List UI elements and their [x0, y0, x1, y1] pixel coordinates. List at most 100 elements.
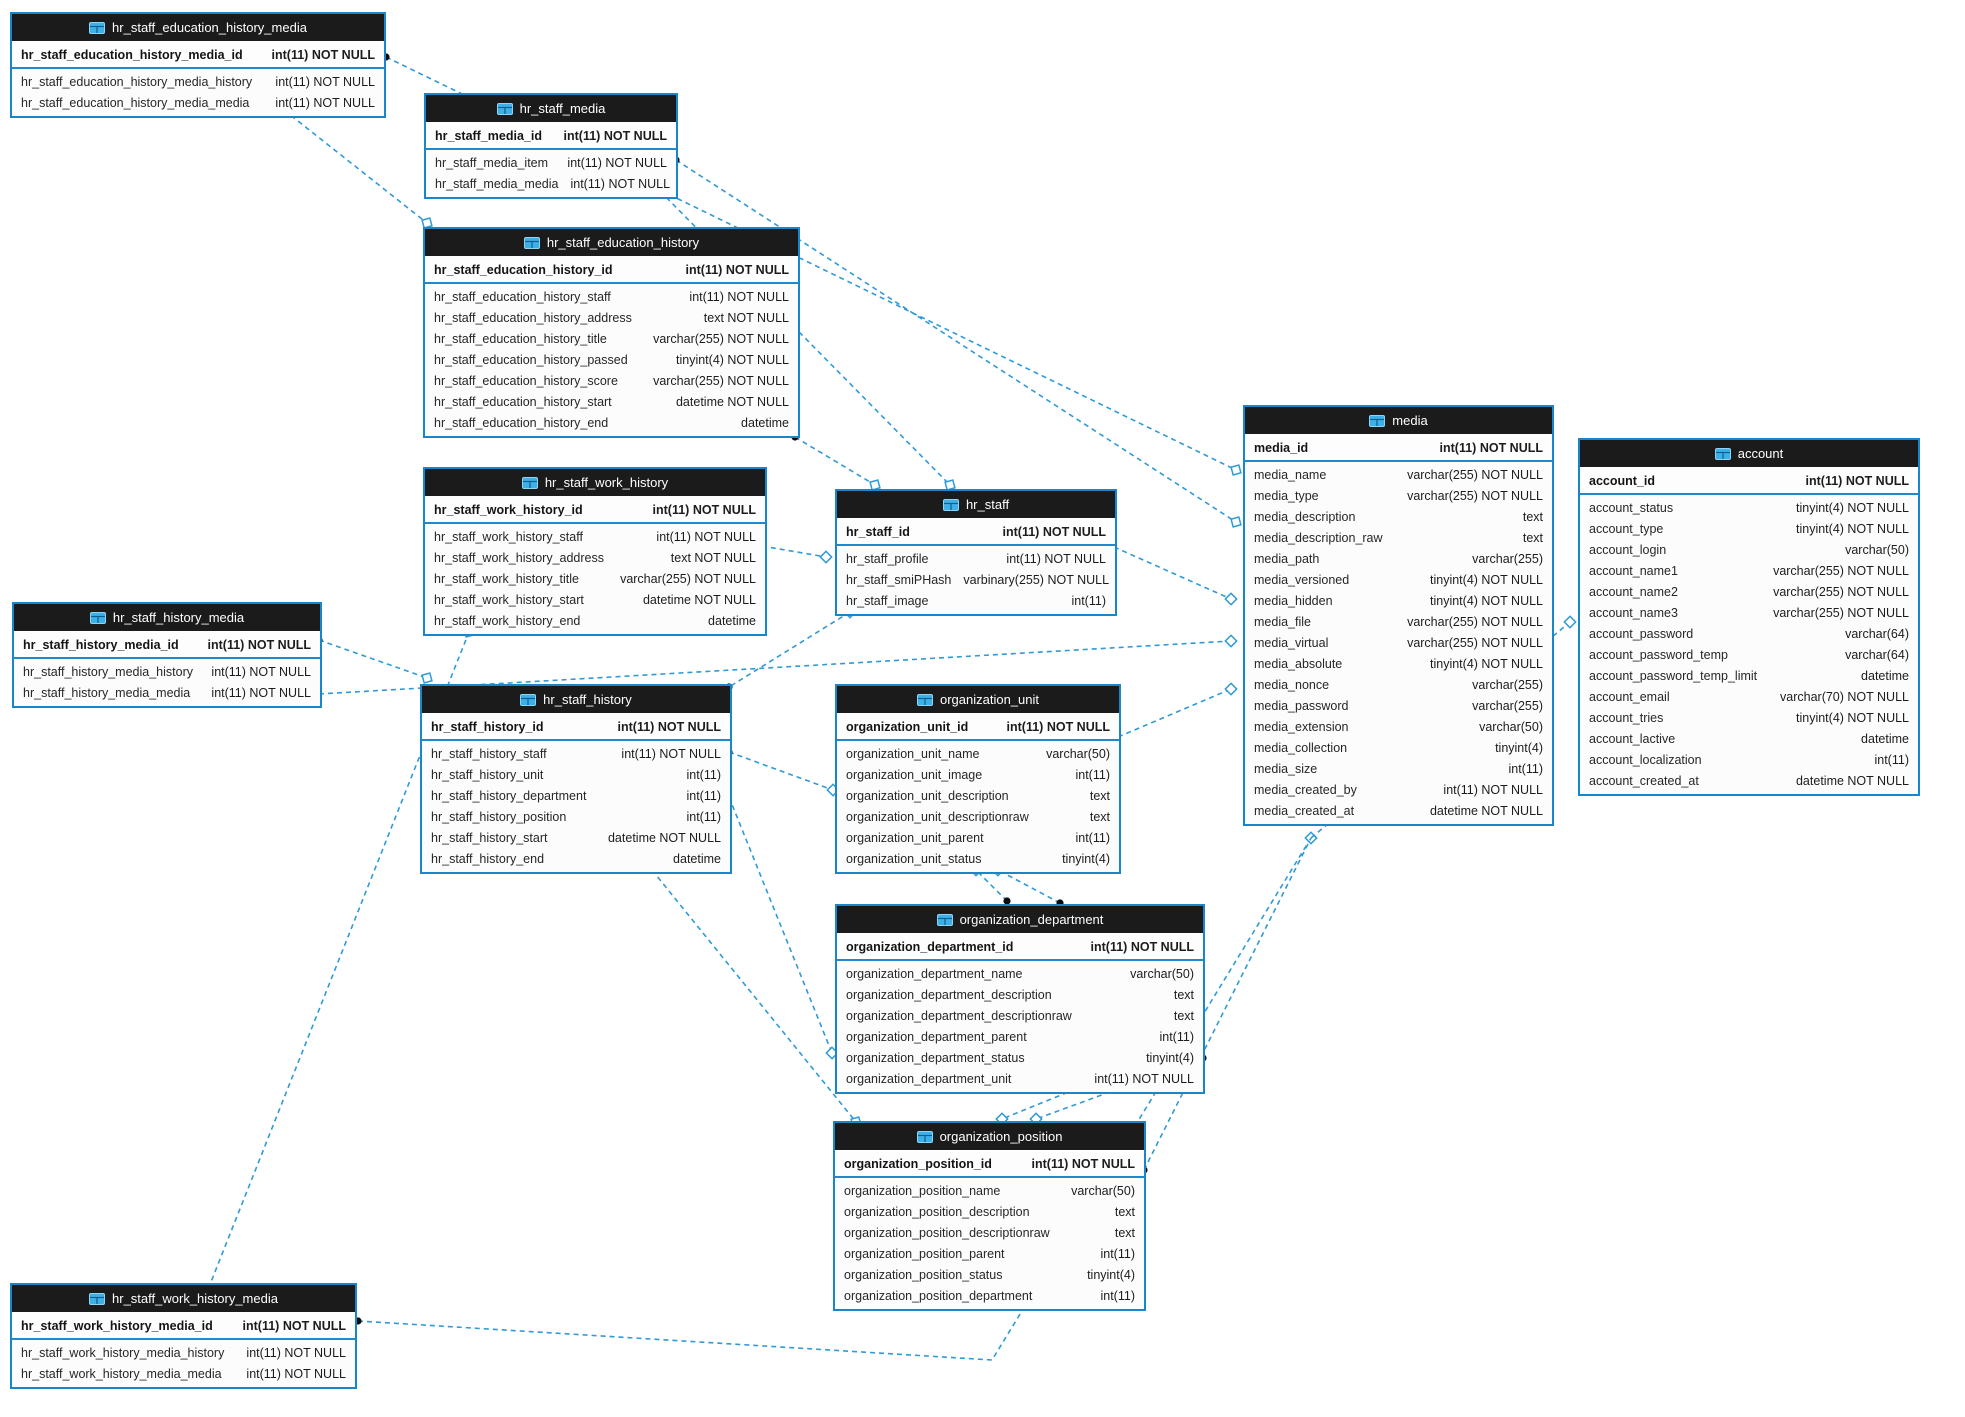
table-header[interactable]: hr_staff — [837, 491, 1115, 519]
db-table-hr_staff_history[interactable]: hr_staff_history hr_staff_history_id int… — [420, 684, 732, 874]
table-header[interactable]: organization_department — [837, 906, 1203, 934]
relationship-line[interactable] — [761, 545, 827, 558]
column-row[interactable]: account_lactive datetime — [1580, 728, 1918, 749]
table-header[interactable]: hr_staff_work_history — [425, 469, 765, 497]
column-row[interactable]: hr_staff_history_position int(11) — [422, 806, 730, 827]
column-row[interactable]: organization_position_description text — [835, 1201, 1144, 1222]
column-row[interactable]: hr_staff_education_history_passed tinyin… — [425, 349, 798, 370]
column-row[interactable]: organization_unit_parent int(11) — [837, 827, 1119, 848]
column-row[interactable]: account_email varchar(70) NOT NULL — [1580, 686, 1918, 707]
column-row[interactable]: organization_position_status tinyint(4) — [835, 1264, 1144, 1285]
db-table-organization_position[interactable]: organization_position organization_posit… — [833, 1121, 1146, 1311]
column-row[interactable]: media_size int(11) — [1245, 758, 1552, 779]
primary-key-row[interactable]: hr_staff_education_history_media_id int(… — [12, 42, 384, 69]
column-row[interactable]: organization_department_descriptionraw t… — [837, 1005, 1203, 1026]
column-row[interactable]: hr_staff_image int(11) — [837, 590, 1115, 611]
column-row[interactable]: account_type tinyint(4) NOT NULL — [1580, 518, 1918, 539]
relationship-line[interactable] — [728, 796, 833, 1054]
relationship-line[interactable] — [794, 436, 876, 486]
column-row[interactable]: organization_department_name varchar(50) — [837, 963, 1203, 984]
column-row[interactable]: hr_staff_education_history_end datetime — [425, 412, 798, 433]
column-row[interactable]: organization_department_unit int(11) NOT… — [837, 1068, 1203, 1089]
relationship-line[interactable] — [651, 869, 857, 1123]
column-row[interactable]: organization_position_department int(11) — [835, 1285, 1144, 1306]
column-row[interactable]: hr_staff_history_department int(11) — [422, 785, 730, 806]
db-table-hr_staff_history_media[interactable]: hr_staff_history_media hr_staff_history_… — [12, 602, 322, 708]
column-row[interactable]: media_nonce varchar(255) — [1245, 674, 1552, 695]
column-row[interactable]: media_type varchar(255) NOT NULL — [1245, 485, 1552, 506]
column-row[interactable]: media_hidden tinyint(4) NOT NULL — [1245, 590, 1552, 611]
column-row[interactable]: hr_staff_work_history_media_media int(11… — [12, 1363, 355, 1384]
relationship-line[interactable] — [728, 611, 851, 688]
table-header[interactable]: hr_staff_education_history_media — [12, 14, 384, 42]
column-row[interactable]: hr_staff_education_history_media_media i… — [12, 92, 384, 113]
relationship-line[interactable] — [318, 639, 428, 679]
column-row[interactable]: hr_staff_smiPHash varbinary(255) NOT NUL… — [837, 569, 1115, 590]
db-table-hr_staff_education_history[interactable]: hr_staff_education_history hr_staff_educ… — [423, 227, 800, 438]
column-row[interactable]: organization_unit_name varchar(50) — [837, 743, 1119, 764]
column-row[interactable]: organization_department_description text — [837, 984, 1203, 1005]
column-row[interactable]: hr_staff_education_history_media_history… — [12, 71, 384, 92]
column-row[interactable]: account_login varchar(50) — [1580, 539, 1918, 560]
db-table-hr_staff_education_history_media[interactable]: hr_staff_education_history_media hr_staf… — [10, 12, 386, 118]
column-row[interactable]: hr_staff_media_item int(11) NOT NULL — [426, 152, 676, 173]
table-header[interactable]: organization_position — [835, 1123, 1144, 1151]
db-table-account[interactable]: account account_id int(11) NOT NULL acco… — [1578, 438, 1920, 796]
column-row[interactable]: hr_staff_education_history_score varchar… — [425, 370, 798, 391]
primary-key-row[interactable]: hr_staff_id int(11) NOT NULL — [837, 519, 1115, 546]
column-row[interactable]: account_status tinyint(4) NOT NULL — [1580, 497, 1918, 518]
column-row[interactable]: media_created_at datetime NOT NULL — [1245, 800, 1552, 821]
table-header[interactable]: hr_staff_history_media — [14, 604, 320, 632]
relationship-line[interactable] — [659, 190, 951, 486]
column-row[interactable]: hr_staff_work_history_staff int(11) NOT … — [425, 526, 765, 547]
column-row[interactable]: hr_staff_work_history_media_history int(… — [12, 1342, 355, 1363]
column-row[interactable]: organization_unit_descriptionraw text — [837, 806, 1119, 827]
column-row[interactable]: media_virtual varchar(255) NOT NULL — [1245, 632, 1552, 653]
column-row[interactable]: organization_department_status tinyint(4… — [837, 1047, 1203, 1068]
column-row[interactable]: hr_staff_history_staff int(11) NOT NULL — [422, 743, 730, 764]
primary-key-row[interactable]: media_id int(11) NOT NULL — [1245, 435, 1552, 462]
column-row[interactable]: account_name3 varchar(255) NOT NULL — [1580, 602, 1918, 623]
relationship-line[interactable] — [975, 869, 1008, 902]
primary-key-row[interactable]: organization_position_id int(11) NOT NUL… — [835, 1151, 1144, 1178]
column-row[interactable]: media_absolute tinyint(4) NOT NULL — [1245, 653, 1552, 674]
column-row[interactable]: media_path varchar(255) — [1245, 548, 1552, 569]
relationship-line[interactable] — [1117, 688, 1232, 738]
column-row[interactable]: media_description text — [1245, 506, 1552, 527]
table-header[interactable]: organization_unit — [837, 686, 1119, 714]
relationship-line[interactable] — [1143, 837, 1312, 1171]
table-header[interactable]: hr_staff_history — [422, 686, 730, 714]
column-row[interactable]: hr_staff_history_unit int(11) — [422, 764, 730, 785]
column-row[interactable]: organization_unit_description text — [837, 785, 1119, 806]
column-row[interactable]: hr_staff_work_history_start datetime NOT… — [425, 589, 765, 610]
column-row[interactable]: organization_unit_status tinyint(4) — [837, 848, 1119, 869]
primary-key-row[interactable]: account_id int(11) NOT NULL — [1580, 468, 1918, 495]
column-row[interactable]: media_description_raw text — [1245, 527, 1552, 548]
primary-key-row[interactable]: hr_staff_work_history_media_id int(11) N… — [12, 1313, 355, 1340]
column-row[interactable]: hr_staff_work_history_address text NOT N… — [425, 547, 765, 568]
column-row[interactable]: media_name varchar(255) NOT NULL — [1245, 464, 1552, 485]
db-table-hr_staff_media[interactable]: hr_staff_media hr_staff_media_id int(11)… — [424, 93, 678, 199]
db-table-hr_staff_work_history_media[interactable]: hr_staff_work_history_media hr_staff_wor… — [10, 1283, 357, 1389]
column-row[interactable]: organization_position_name varchar(50) — [835, 1180, 1144, 1201]
column-row[interactable]: media_collection tinyint(4) — [1245, 737, 1552, 758]
table-header[interactable]: media — [1245, 407, 1552, 435]
column-row[interactable]: hr_staff_work_history_end datetime — [425, 610, 765, 631]
column-row[interactable]: hr_staff_education_history_address text … — [425, 307, 798, 328]
db-table-organization_department[interactable]: organization_department organization_dep… — [835, 904, 1205, 1094]
table-header[interactable]: hr_staff_work_history_media — [12, 1285, 355, 1313]
column-row[interactable]: hr_staff_history_end datetime — [422, 848, 730, 869]
column-row[interactable]: hr_staff_history_media_history int(11) N… — [14, 661, 320, 682]
column-row[interactable]: media_created_by int(11) NOT NULL — [1245, 779, 1552, 800]
column-row[interactable]: organization_position_descriptionraw tex… — [835, 1222, 1144, 1243]
primary-key-row[interactable]: hr_staff_history_media_id int(11) NOT NU… — [14, 632, 320, 659]
table-header[interactable]: hr_staff_media — [426, 95, 676, 123]
column-row[interactable]: hr_staff_education_history_title varchar… — [425, 328, 798, 349]
relationship-line[interactable] — [357, 837, 1312, 1361]
primary-key-row[interactable]: hr_staff_media_id int(11) NOT NULL — [426, 123, 676, 150]
db-table-media[interactable]: media media_id int(11) NOT NULL media_na… — [1243, 405, 1554, 826]
primary-key-row[interactable]: hr_staff_work_history_id int(11) NOT NUL… — [425, 497, 765, 524]
column-row[interactable]: account_name1 varchar(255) NOT NULL — [1580, 560, 1918, 581]
column-row[interactable]: account_password_temp varchar(64) — [1580, 644, 1918, 665]
column-row[interactable]: organization_unit_image int(11) — [837, 764, 1119, 785]
